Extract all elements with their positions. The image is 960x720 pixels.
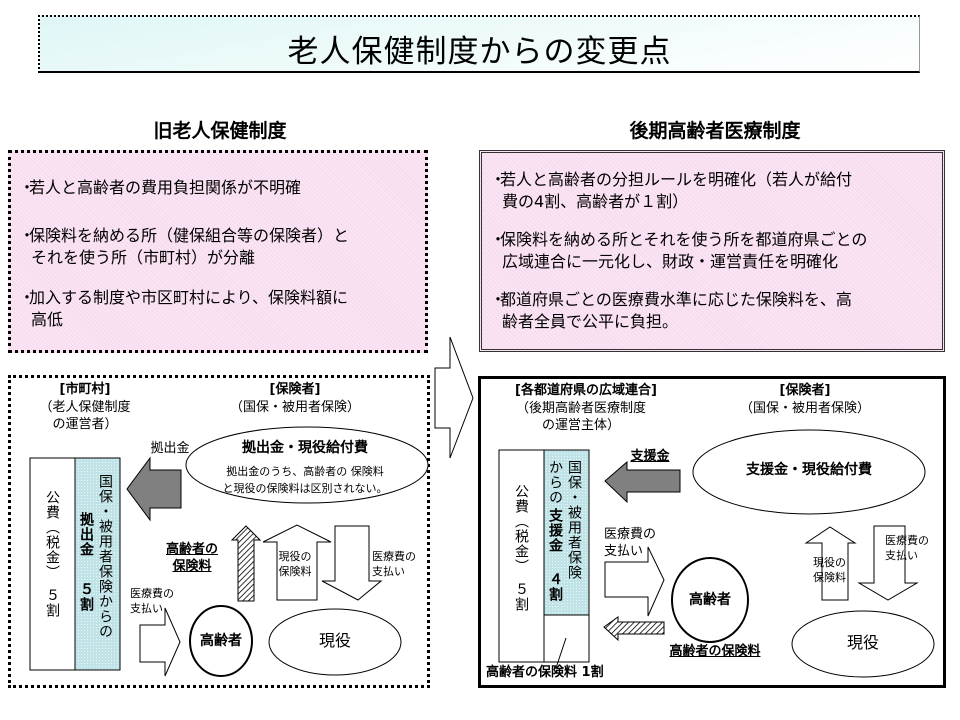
- new-bullet-3: ・都道府県ごとの医療費水準に応じた保険料を、高 齢者全員で公平に負担。: [490, 290, 852, 331]
- old-ellipse-note-1: 拠出金のうち、高齢者の 保険料: [226, 465, 384, 478]
- old-elderly-premium-label-2: 保険料: [172, 559, 212, 574]
- old-medical-payment-arrow-down: [321, 525, 383, 601]
- old-contribution-column: [74, 457, 121, 671]
- new-system-changes-box: ・若人と高齢者の分担ルールを明確化（若人が給付 費の4割、高齢者が１割） ・保険…: [479, 150, 945, 352]
- new-medical-payment-label-3: 医療費の: [885, 534, 929, 547]
- title-banner: 老人保健制度からの変更点: [38, 15, 920, 73]
- new-elderly-premium-arrow: [603, 616, 665, 642]
- old-system-issues-box: ・若人と高齢者の費用負担関係が不明確 ・保険料を納める所（健保組合等の保険者）と…: [8, 150, 428, 353]
- old-medical-payment-label-1: 医療費の: [372, 550, 416, 563]
- new-union-sub-2: の運営主体）: [541, 418, 620, 433]
- new-elderly-node-label: 高齢者: [689, 592, 731, 608]
- new-support-text-b: からの: [547, 460, 563, 505]
- new-premium-pointer: [555, 637, 567, 669]
- new-bullet-1: ・若人と高齢者の分担ルールを明確化（若人が給付 費の4割、高齢者が１割）: [490, 170, 853, 211]
- new-support-column: [543, 449, 590, 616]
- old-bullet-1: ・若人と高齢者の費用負担関係が不明確: [19, 178, 302, 197]
- old-elderly-premium-arrow: [230, 525, 262, 602]
- old-contribution-bold: 拠出金: [78, 512, 94, 557]
- new-elderly-premium-share: 高齢者の保険料 1割: [486, 665, 604, 680]
- new-support-ratio: ４割: [547, 572, 563, 602]
- new-insurer-ellipse: [692, 429, 926, 515]
- old-system-diagram: [8, 375, 430, 688]
- old-municipality-label: [市町村]: [59, 382, 111, 397]
- old-elderly-node-label: 高齢者: [200, 633, 242, 649]
- old-worker-premium-label-2: 保険料: [278, 565, 312, 578]
- old-worker-node: [268, 608, 402, 676]
- old-worker-premium-arrow: [262, 524, 332, 601]
- new-medical-payment-arrow-right: [604, 546, 665, 617]
- new-elderly-node: [671, 557, 749, 643]
- new-elderly-premium-segment: [543, 614, 590, 663]
- old-worker-premium-label-1: 現役の: [278, 550, 312, 563]
- new-worker-premium-arrow: [804, 526, 857, 601]
- old-bullet-3: ・加入する制度や市区町村により、保険料額に 高低: [19, 288, 349, 329]
- new-union-label: [各都道府県の広域連合]: [515, 383, 657, 398]
- old-system-heading: 旧老人保健制度: [153, 120, 287, 142]
- old-contribution-arrow-label: 拠出金: [150, 441, 190, 456]
- old-medical-payment-label-2: 支払い: [372, 565, 405, 578]
- old-ellipse-note-2: と現役の保険料は区別されない。: [222, 482, 388, 495]
- new-insurer-label: [保険者]: [779, 383, 831, 398]
- old-contribution-arrow: [126, 456, 182, 522]
- new-worker-premium-label-2: 保険料: [813, 571, 846, 584]
- new-support-bold: 支援金: [547, 508, 563, 553]
- transition-arrow: [434, 336, 474, 459]
- old-insurer-label: [保険者]: [269, 382, 321, 397]
- old-insurer-sub: （国保・被用者保険）: [229, 400, 360, 415]
- new-support-arrow: [604, 460, 681, 504]
- old-municipality-sub-1: （老人保健制度: [39, 400, 131, 415]
- new-medical-payment-label-2: 支払い: [604, 544, 644, 559]
- old-contribution-text: 国保・被用者保険からの: [97, 474, 113, 639]
- new-medical-payment-label-1: 医療費の: [604, 527, 657, 542]
- new-insurer-sub: （国保・被用者保険）: [739, 401, 870, 416]
- new-medical-payment-label-4: 支払い: [885, 549, 918, 562]
- old-worker-node-label: 現役: [318, 631, 351, 650]
- new-public-funds-text: 公費（税金） ５割: [513, 484, 529, 612]
- new-bullet-2: ・保険料を納める所とそれを使う所を都道府県ごとの 広域連合に一元化し、財政・運営…: [490, 230, 868, 271]
- old-municipality-sub-2: の運営者）: [52, 417, 118, 432]
- new-union-sub-1: （後期高齢者医療制度: [515, 401, 646, 416]
- old-elderly-node: [189, 605, 253, 677]
- new-ellipse-title: 支援金・現役給付費: [746, 462, 872, 478]
- new-medical-payment-arrow-down: [857, 525, 919, 601]
- new-elderly-premium-arrow-label: 高齢者の保険料: [669, 644, 761, 659]
- old-ellipse-title: 拠出金・現役給付費: [242, 440, 368, 456]
- new-support-arrow-label: 支援金: [630, 449, 670, 464]
- new-worker-node: [791, 610, 935, 678]
- old-medical-payment-label-3: 医療費の: [130, 587, 174, 600]
- old-medical-payment-label-4: 支払い: [130, 602, 163, 615]
- old-bullet-2: ・保険料を納める所（健保組合等の保険者）と それを使う所（市町村）が分離: [19, 226, 350, 267]
- old-public-funds-column: [29, 457, 76, 671]
- old-contribution-ratio: ５割: [78, 582, 94, 612]
- new-system-heading: 後期高齢者医療制度: [629, 120, 801, 142]
- page-title: 老人保健制度からの変更点: [287, 34, 672, 70]
- new-worker-premium-label-1: 現役の: [813, 556, 846, 569]
- new-public-funds-column: [498, 449, 545, 663]
- old-public-funds-text: 公費（税金） ５割: [44, 490, 60, 618]
- new-system-diagram: [478, 376, 946, 688]
- old-insurer-ellipse: [185, 426, 429, 504]
- new-support-text-a: 国保・被用者保険: [566, 460, 582, 580]
- old-elderly-premium-label-1: 高齢者の: [165, 542, 218, 557]
- new-worker-node-label: 現役: [846, 633, 879, 652]
- old-medical-payment-arrow-right: [139, 607, 181, 677]
